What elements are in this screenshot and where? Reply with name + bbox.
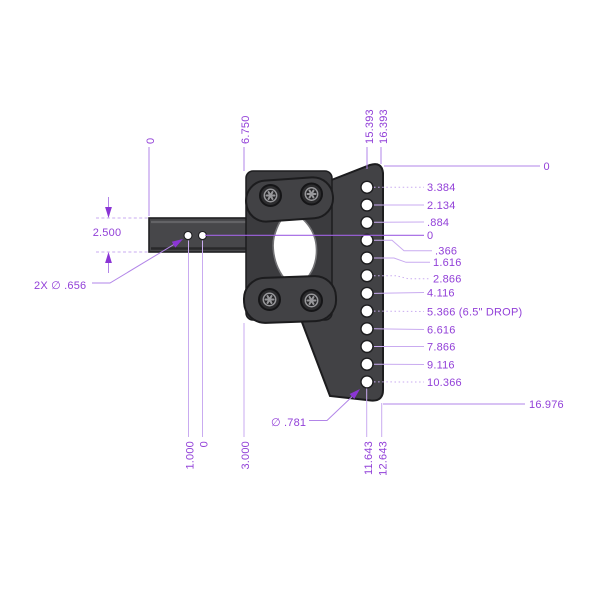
- bolt-icon: [300, 182, 323, 206]
- dimension-lines: [92, 147, 540, 437]
- dim-bottom-3000: 3.000: [240, 441, 252, 470]
- dim-bottom-11643: 11.643: [363, 441, 375, 475]
- dim-right-hole: .884: [427, 217, 449, 229]
- bolt-icon: [259, 184, 282, 207]
- plate-holes: [360, 180, 374, 389]
- dim-hole-column-15393: 15.393: [364, 109, 376, 144]
- bolt-icon: [258, 288, 281, 311]
- dim-bottom-12643: 12.643: [378, 441, 390, 476]
- dimension-labels: 0 6.750 15.393 16.393 0 3.384 2.134 .884…: [34, 109, 564, 476]
- dim-right-hole: 3.384: [427, 182, 456, 194]
- dim-shank-height: 2.500: [93, 227, 122, 239]
- dim-bottom-zero: 0: [199, 441, 211, 447]
- dim-bottom-1000: 1.000: [185, 441, 197, 470]
- dim-right-hole: .366: [435, 246, 457, 258]
- dim-shank-end-zero: 0: [145, 138, 157, 144]
- dim-plate-hole-dia: ∅ .781: [271, 417, 306, 429]
- dim-right-hole: 1.616: [433, 257, 462, 269]
- dim-right-hole: 6.616: [427, 324, 456, 336]
- dim-right-zero: 0: [427, 230, 433, 242]
- dim-plate-edge-16393: 16.393: [378, 109, 390, 144]
- dim-right-hole: 9.116: [427, 359, 455, 371]
- dim-right-hole: 10.366: [427, 377, 462, 389]
- bolt-icon: [300, 289, 323, 312]
- dim-right-hole-drop: 5.366 (6.5" DROP): [427, 306, 522, 318]
- dim-overall-height: 16.976: [529, 399, 564, 411]
- dim-right-hole: 4.116: [427, 287, 455, 299]
- dim-clamp-face-6750: 6.750: [240, 115, 252, 144]
- dim-right-hole: 2.866: [433, 274, 462, 286]
- clamp-bolts: [258, 182, 323, 312]
- dim-right-hole: 2.134: [427, 200, 456, 212]
- dim-right-hole: 7.866: [427, 341, 456, 353]
- dim-top-zero: 0: [544, 161, 550, 173]
- dim-shank-holes-dia: 2X ∅ .656: [34, 280, 86, 292]
